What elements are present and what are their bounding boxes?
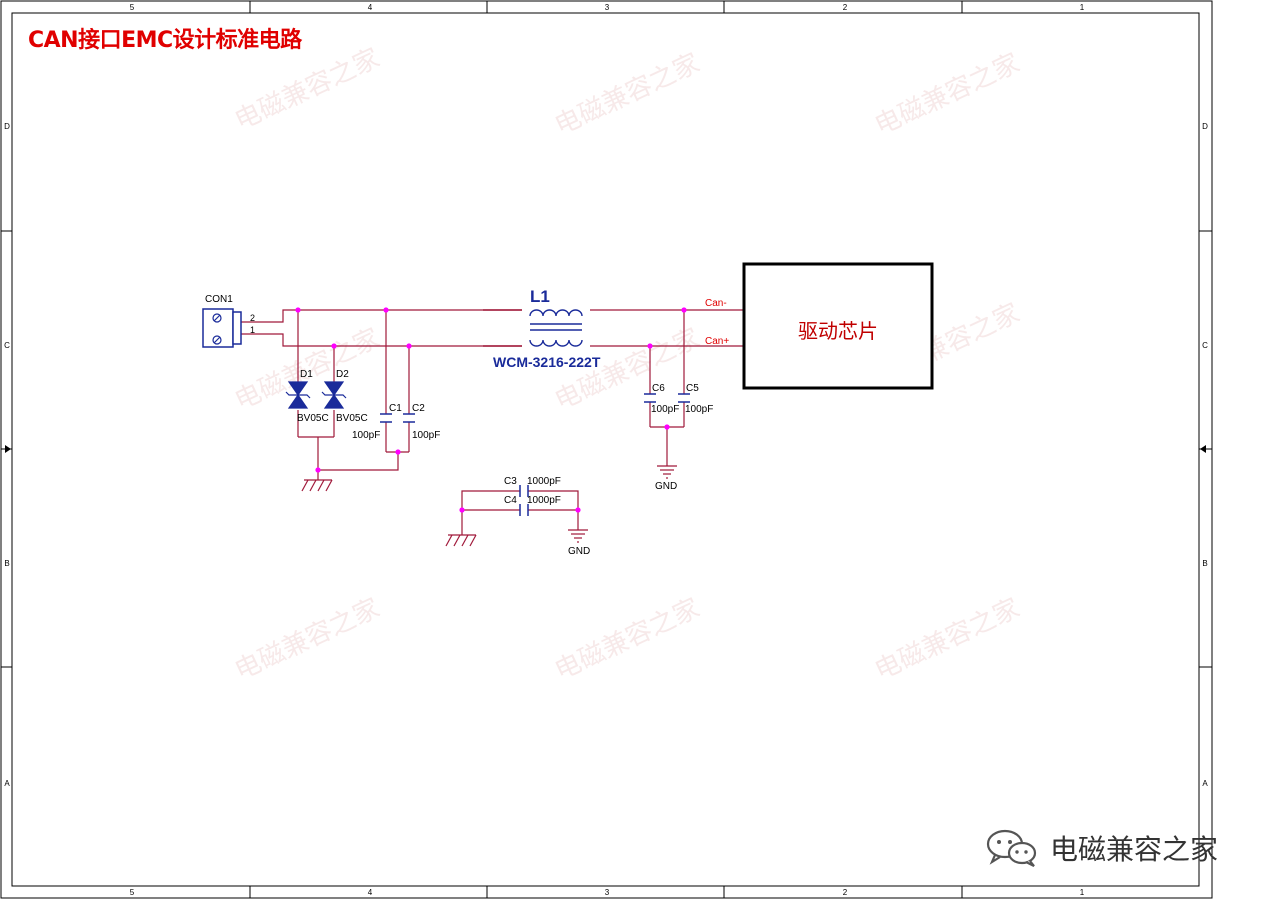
capacitor-c3 (519, 485, 529, 497)
watermark-label: 电磁兼容之家 (1050, 833, 1219, 866)
watermark-text: 电磁兼容之家 (870, 593, 1024, 686)
watermark-text: 电磁兼容之家 (550, 593, 704, 686)
cap-ref: C3 (504, 476, 517, 487)
row-label: C (1202, 341, 1208, 350)
gnd-label: GND (568, 546, 590, 557)
common-mode-choke-l1 (483, 309, 583, 347)
wechat-icon (986, 829, 1037, 867)
tvs-diode-d2 (321, 381, 347, 409)
junction-dot (315, 467, 321, 473)
cap-ref: C4 (504, 495, 517, 506)
col-label: 5 (130, 3, 135, 12)
page-title: CAN接口EMC设计标准电路 (28, 28, 302, 53)
connector-pin-label: 2 (250, 313, 255, 323)
col-label: 1 (1080, 888, 1085, 897)
cap-ref: C2 (412, 403, 425, 414)
capacitor-c4 (519, 504, 529, 516)
watermark-text: 电磁兼容之家 (230, 593, 384, 686)
col-label: 4 (368, 3, 373, 12)
connector-pin-label: 1 (250, 325, 255, 335)
cap-value: 1000pF (527, 476, 561, 487)
row-label: B (4, 559, 9, 568)
junction-dot (395, 449, 401, 455)
cap-ref: C5 (686, 383, 699, 394)
row-label: D (1202, 122, 1208, 131)
junction-dot (647, 343, 653, 349)
row-label: A (4, 779, 10, 788)
center-mark-left (5, 445, 11, 453)
drawing-frame (0, 0, 1213, 899)
col-label: 2 (843, 888, 848, 897)
junction-dot (681, 307, 687, 313)
chassis-ground-symbol (445, 534, 477, 547)
row-label: C (4, 341, 10, 350)
cap-value: 100pF (352, 430, 380, 441)
diode-value: BV05C (297, 413, 329, 424)
diode-ref: D2 (336, 369, 349, 380)
row-label: A (1202, 779, 1208, 788)
col-label: 3 (605, 3, 610, 12)
junction-dot (331, 343, 337, 349)
gnd-symbol (568, 529, 588, 543)
col-label: 4 (368, 888, 373, 897)
col-label: 2 (843, 3, 848, 12)
driver-chip-label: 驱动芯片 (798, 319, 878, 343)
connector-con1 (202, 308, 242, 348)
driver-chip-box (742, 262, 934, 390)
watermark-text: 电磁兼容之家 (230, 43, 384, 136)
junction-dot (406, 343, 412, 349)
connector-ref: CON1 (205, 294, 233, 305)
row-label: B (1202, 559, 1207, 568)
junction-dot (664, 424, 670, 430)
capacitor-c6 (644, 393, 656, 403)
junction-dot (383, 307, 389, 313)
diode-ref: D1 (300, 369, 313, 380)
capacitor-c1 (380, 413, 392, 423)
capacitor-c5 (678, 393, 690, 403)
net-label-can-minus: Can- (705, 298, 727, 309)
junction-dot (295, 307, 301, 313)
row-label: D (4, 122, 10, 131)
diode-value: BV05C (336, 413, 368, 424)
cap-ref: C6 (652, 383, 665, 394)
cap-value: 100pF (412, 430, 440, 441)
inductor-part: WCM-3216-222T (493, 354, 601, 370)
junction-dot (459, 507, 465, 513)
inductor-ref: L1 (530, 287, 550, 306)
watermark-text: 电磁兼容之家 (550, 48, 704, 141)
col-label: 1 (1080, 3, 1085, 12)
frame-labels: 5 4 3 2 1 5 4 3 2 1 D C B A D C B A (4, 3, 1208, 897)
cap-value: 100pF (685, 404, 713, 415)
gnd-label: GND (655, 481, 677, 492)
tvs-diode-d1 (285, 381, 311, 409)
capacitor-c2 (403, 413, 415, 423)
cap-value: 100pF (651, 404, 679, 415)
gnd-symbol (657, 465, 677, 479)
col-label: 5 (130, 888, 135, 897)
junctions (295, 307, 687, 513)
junction-dot (575, 507, 581, 513)
watermark-text: 电磁兼容之家 (870, 48, 1024, 141)
center-mark-right (1200, 445, 1206, 453)
watermark-logo: 电磁兼容之家 (986, 828, 1218, 868)
cap-value: 1000pF (527, 495, 561, 506)
net-label-can-plus: Can+ (705, 336, 729, 347)
cap-ref: C1 (389, 403, 402, 414)
chassis-ground-symbol (301, 479, 333, 492)
col-label: 3 (605, 888, 610, 897)
